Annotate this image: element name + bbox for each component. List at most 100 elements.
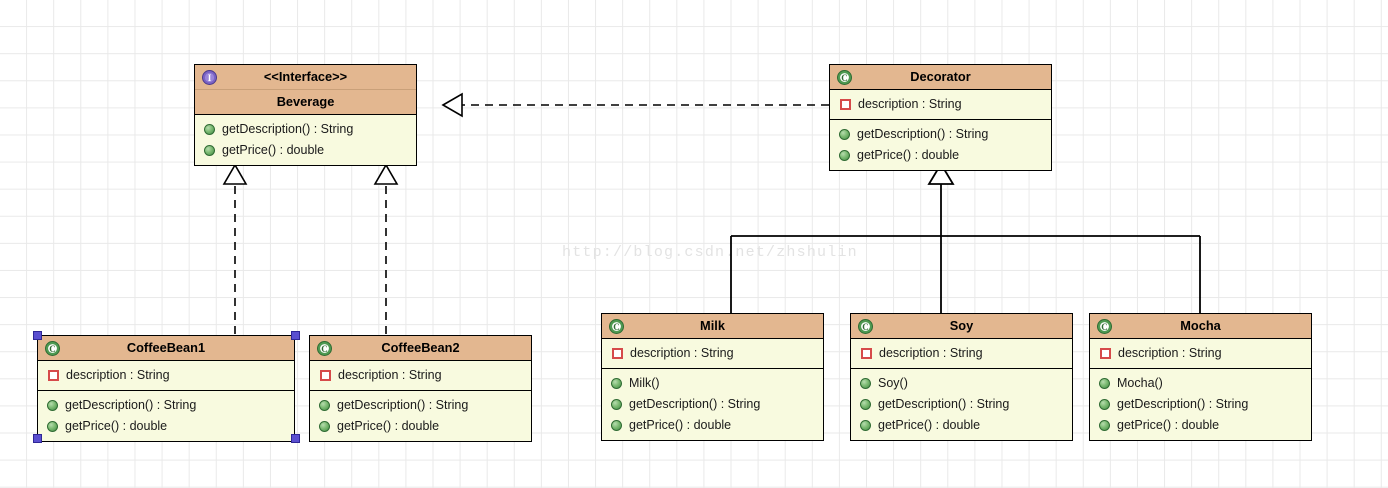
class-icon: C	[858, 318, 873, 334]
private-field-icon	[612, 348, 623, 359]
selection-handle-top-left[interactable]	[33, 331, 42, 340]
class-name-header-coffeebean1: C CoffeeBean1	[38, 336, 294, 361]
public-method-icon	[839, 129, 850, 140]
field-label: description : String	[630, 346, 734, 361]
method-label: getDescription() : String	[222, 122, 354, 137]
method-label: getPrice() : double	[857, 148, 960, 163]
field-label: description : String	[66, 368, 170, 383]
field-label: description : String	[338, 368, 442, 383]
field-row[interactable]: description : String	[602, 343, 823, 364]
methods-section-beverage: getDescription() : String getPrice() : d…	[195, 115, 416, 165]
public-method-icon	[611, 378, 622, 389]
field-row[interactable]: description : String	[1090, 343, 1311, 364]
class-icon: C	[1097, 318, 1112, 334]
public-method-icon	[319, 400, 330, 411]
selection-handle-top-right[interactable]	[291, 331, 300, 340]
method-row[interactable]: getDescription() : String	[1090, 394, 1311, 415]
class-box-decorator[interactable]: C Decorator description : String getDesc…	[829, 64, 1052, 171]
class-name-header-beverage: Beverage	[195, 90, 416, 115]
class-name-label-mocha: Mocha	[1180, 318, 1221, 333]
method-label: getPrice() : double	[222, 143, 325, 158]
link-coffeebean2-to-beverage	[373, 163, 399, 334]
method-row[interactable]: getDescription() : String	[851, 394, 1072, 415]
method-label: getPrice() : double	[65, 419, 168, 434]
field-label: description : String	[858, 97, 962, 112]
field-row[interactable]: description : String	[38, 365, 294, 386]
methods-section-milk: Milk() getDescription() : String getPric…	[602, 368, 823, 440]
selection-handle-bottom-right[interactable]	[291, 434, 300, 443]
class-name-label-milk: Milk	[700, 318, 725, 333]
fields-section-mocha: description : String	[1090, 339, 1311, 368]
class-box-mocha[interactable]: C Mocha description : String Mocha() get…	[1089, 313, 1312, 441]
method-row[interactable]: Soy()	[851, 373, 1072, 394]
field-label: description : String	[1118, 346, 1222, 361]
fields-section-decorator: description : String	[830, 90, 1051, 119]
method-row[interactable]: getPrice() : double	[38, 416, 294, 437]
method-row[interactable]: getPrice() : double	[602, 415, 823, 436]
methods-section-soy: Soy() getDescription() : String getPrice…	[851, 368, 1072, 440]
class-icon: C	[837, 69, 852, 85]
method-row[interactable]: getPrice() : double	[851, 415, 1072, 436]
private-field-icon	[840, 99, 851, 110]
selection-handle-bottom-left[interactable]	[33, 434, 42, 443]
public-method-icon	[1099, 399, 1110, 410]
public-method-icon	[860, 399, 871, 410]
methods-section-mocha: Mocha() getDescription() : String getPri…	[1090, 368, 1311, 440]
svg-text:C: C	[862, 322, 869, 332]
class-name-header-mocha: C Mocha	[1090, 314, 1311, 339]
method-label: Mocha()	[1117, 376, 1163, 391]
field-row[interactable]: description : String	[310, 365, 531, 386]
public-method-icon	[204, 145, 215, 156]
private-field-icon	[48, 370, 59, 381]
method-label: getDescription() : String	[629, 397, 761, 412]
svg-text:C: C	[321, 344, 328, 354]
method-label: getDescription() : String	[1117, 397, 1249, 412]
svg-text:C: C	[841, 73, 848, 83]
link-decorator-to-beverage	[441, 92, 829, 118]
method-row[interactable]: getPrice() : double	[195, 140, 416, 161]
field-row[interactable]: description : String	[851, 343, 1072, 364]
class-name-label-decorator: Decorator	[910, 69, 971, 84]
public-method-icon	[860, 420, 871, 431]
method-row[interactable]: Milk()	[602, 373, 823, 394]
method-label: getDescription() : String	[857, 127, 989, 142]
method-label: Soy()	[878, 376, 908, 391]
public-method-icon	[319, 421, 330, 432]
field-row[interactable]: description : String	[830, 94, 1051, 115]
svg-text:C: C	[49, 344, 56, 354]
interface-icon: I	[202, 69, 217, 85]
method-row[interactable]: getDescription() : String	[830, 124, 1051, 145]
svg-text:I: I	[208, 73, 212, 83]
method-row[interactable]: getPrice() : double	[1090, 415, 1311, 436]
fields-section-coffeebean1: description : String	[38, 361, 294, 390]
class-stereotype-label-beverage: <<Interface>>	[263, 69, 348, 84]
class-name-label-beverage: Beverage	[276, 94, 335, 109]
method-row[interactable]: getDescription() : String	[195, 119, 416, 140]
class-name-label-coffeebean2: CoffeeBean2	[381, 340, 460, 355]
class-box-beverage[interactable]: I <<Interface>> Beverage getDescription(…	[194, 64, 417, 166]
method-label: getPrice() : double	[1117, 418, 1220, 433]
public-method-icon	[611, 420, 622, 431]
class-box-milk[interactable]: C Milk description : String Milk() getDe…	[601, 313, 824, 441]
methods-section-coffeebean2: getDescription() : String getPrice() : d…	[310, 390, 531, 441]
method-row[interactable]: getDescription() : String	[602, 394, 823, 415]
svg-text:C: C	[613, 322, 620, 332]
method-row[interactable]: getPrice() : double	[310, 416, 531, 437]
fields-section-milk: description : String	[602, 339, 823, 368]
class-name-label-coffeebean1: CoffeeBean1	[126, 340, 206, 355]
class-box-coffeebean1[interactable]: C CoffeeBean1 description : String getDe…	[37, 335, 295, 442]
watermark-text: http://blog.csdn.net/zhshulin	[562, 244, 858, 261]
class-icon: C	[317, 340, 332, 356]
class-stereotype-header-beverage: I <<Interface>>	[195, 65, 416, 90]
method-row[interactable]: Mocha()	[1090, 373, 1311, 394]
method-row[interactable]: getPrice() : double	[830, 145, 1051, 166]
class-box-coffeebean2[interactable]: C CoffeeBean2 description : String getDe…	[309, 335, 532, 442]
class-box-soy[interactable]: C Soy description : String Soy() getDesc…	[850, 313, 1073, 441]
link-coffeebean1-to-beverage	[222, 163, 248, 334]
method-row[interactable]: getDescription() : String	[310, 395, 531, 416]
method-label: getPrice() : double	[629, 418, 732, 433]
fields-section-soy: description : String	[851, 339, 1072, 368]
private-field-icon	[1100, 348, 1111, 359]
method-row[interactable]: getDescription() : String	[38, 395, 294, 416]
